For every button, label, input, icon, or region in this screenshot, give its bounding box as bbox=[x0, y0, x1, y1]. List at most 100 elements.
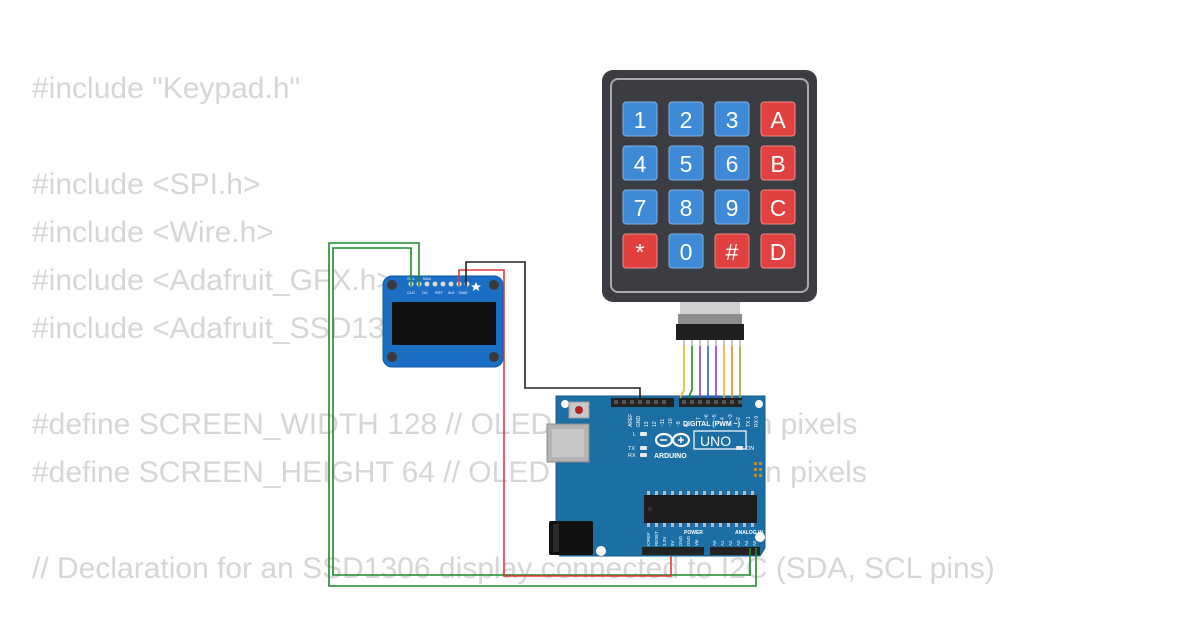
oled-pin-label: GND bbox=[459, 290, 468, 295]
wires bbox=[328, 242, 757, 587]
wire-black[interactable] bbox=[465, 261, 641, 398]
svg-text:7: 7 bbox=[634, 195, 647, 221]
pin-label: ~9 bbox=[676, 421, 682, 427]
keypad-key[interactable]: 0 bbox=[668, 233, 704, 269]
pin-label: GND bbox=[636, 416, 642, 428]
pin-label: 12 bbox=[652, 421, 658, 427]
pin-label: GND bbox=[686, 535, 691, 546]
oled-screen bbox=[392, 302, 496, 345]
code-line: #include <Wire.h> bbox=[32, 216, 274, 249]
code-line: #include <SPI.h> bbox=[32, 168, 261, 201]
pin-label: 13 bbox=[644, 421, 650, 427]
board-model: UNO bbox=[700, 433, 731, 449]
pin-label: ~3 bbox=[728, 414, 734, 420]
pin-label: 2 bbox=[736, 417, 742, 420]
keypad-key[interactable]: * bbox=[622, 233, 658, 269]
keypad-key[interactable]: 8 bbox=[668, 189, 704, 225]
oled-pin-label: CLK bbox=[407, 290, 415, 295]
microcontroller-chip bbox=[644, 491, 757, 527]
keypad-key[interactable]: C bbox=[760, 189, 796, 225]
code-line: #include "Keypad.h" bbox=[32, 72, 301, 105]
pin-label: IOREF bbox=[646, 532, 651, 546]
svg-text:D: D bbox=[770, 239, 787, 265]
analog-header bbox=[710, 547, 760, 555]
pin-label: TX 1 bbox=[746, 416, 752, 427]
pin-label: 7 bbox=[696, 417, 702, 420]
keypad-key[interactable]: 1 bbox=[622, 101, 658, 137]
pin-label: A2 bbox=[728, 540, 733, 546]
pin-label: A4 bbox=[744, 540, 749, 546]
svg-text:8: 8 bbox=[680, 195, 693, 221]
analog-label: ANALOG IN bbox=[735, 530, 763, 536]
svg-text:*: * bbox=[636, 239, 645, 265]
pin-label: ~11 bbox=[660, 419, 666, 427]
oled-pin-label: DC bbox=[422, 290, 428, 295]
code-line: #include <Adafruit_GFX.h> bbox=[32, 264, 394, 297]
keypad-key[interactable]: 3 bbox=[714, 101, 750, 137]
pin-label: AREF bbox=[628, 414, 634, 427]
board-brand: ARDUINO bbox=[654, 453, 687, 460]
pin-label: ~5 bbox=[712, 414, 718, 420]
led-label: RX bbox=[628, 453, 636, 459]
keypad-key[interactable]: A bbox=[760, 101, 796, 137]
led-label: TX bbox=[628, 446, 635, 452]
oled-pin-label: RST bbox=[435, 290, 444, 295]
wire-red[interactable] bbox=[458, 269, 672, 577]
keypad-key[interactable]: 2 bbox=[668, 101, 704, 137]
pin-label: 8 bbox=[684, 424, 690, 427]
pin-label: A3 bbox=[736, 540, 741, 546]
keypad-key[interactable]: 4 bbox=[622, 145, 658, 181]
keypad-key[interactable]: 6 bbox=[714, 145, 750, 181]
svg-text:A: A bbox=[770, 107, 786, 133]
keypad-key[interactable]: B bbox=[760, 145, 796, 181]
icsp-header bbox=[754, 462, 762, 477]
keypad-key[interactable]: D bbox=[760, 233, 796, 269]
keypad-key[interactable]: 5 bbox=[668, 145, 704, 181]
arduino-uno[interactable]: AREF GND 13 12 ~11 ~10 ~9 8 7 ~6 ~5 4 ~3… bbox=[546, 395, 766, 557]
pin-label: 4 bbox=[720, 417, 726, 420]
svg-text:#: # bbox=[726, 239, 739, 265]
svg-text:C: C bbox=[770, 195, 787, 221]
code-line: // Declaration for an SSD1306 display co… bbox=[32, 552, 995, 585]
power-jack bbox=[549, 521, 593, 555]
on-label: ON bbox=[746, 446, 754, 452]
pin-label: GND bbox=[678, 535, 683, 546]
wire-keypad[interactable] bbox=[687, 346, 693, 399]
pin-label: ~10 bbox=[668, 418, 674, 427]
svg-text:1: 1 bbox=[634, 107, 647, 133]
svg-text:B: B bbox=[770, 151, 785, 177]
pin-label: 3.3V bbox=[662, 537, 667, 546]
keypad-keys: 1 2 3 A 4 5 6 B 7 8 9 C * 0 # D bbox=[622, 101, 796, 269]
svg-text:6: 6 bbox=[726, 151, 739, 177]
keypad-key[interactable]: 9 bbox=[714, 189, 750, 225]
svg-text:9: 9 bbox=[726, 195, 739, 221]
wire-keypad[interactable] bbox=[679, 346, 685, 399]
svg-text:5: 5 bbox=[680, 151, 693, 177]
keypad-4x4[interactable]: 1 2 3 A 4 5 6 B 7 8 9 C * 0 # D bbox=[602, 70, 817, 346]
pin-label: 5V bbox=[670, 540, 675, 546]
oled-pin-label: SDA bbox=[423, 276, 432, 281]
wire-green[interactable] bbox=[332, 247, 751, 576]
wire-green[interactable] bbox=[328, 242, 757, 587]
svg-text:3: 3 bbox=[726, 107, 739, 133]
oled-pin-label: 3v3 bbox=[448, 290, 455, 295]
pin-label: Vin bbox=[694, 539, 699, 546]
svg-text:4: 4 bbox=[634, 151, 647, 177]
power-header bbox=[642, 547, 704, 555]
pin-label: A5 bbox=[752, 540, 757, 546]
svg-text:0: 0 bbox=[680, 239, 693, 265]
svg-text:2: 2 bbox=[680, 107, 693, 133]
digital-header bbox=[611, 398, 742, 407]
keypad-key[interactable]: # bbox=[714, 233, 750, 269]
pin-label: RX 0 bbox=[754, 416, 760, 427]
arduino-logo-icon bbox=[654, 432, 691, 448]
pin-label: A0 bbox=[712, 540, 717, 546]
pin-label: A1 bbox=[720, 540, 725, 546]
power-label: POWER bbox=[684, 530, 703, 536]
pin-label: ~6 bbox=[704, 414, 710, 420]
keypad-key[interactable]: 7 bbox=[622, 189, 658, 225]
led-label: L bbox=[633, 432, 636, 438]
keypad-connector bbox=[676, 302, 744, 346]
oled-display[interactable]: SCL SDA CLK DC RST 3v3 GND bbox=[382, 275, 504, 368]
